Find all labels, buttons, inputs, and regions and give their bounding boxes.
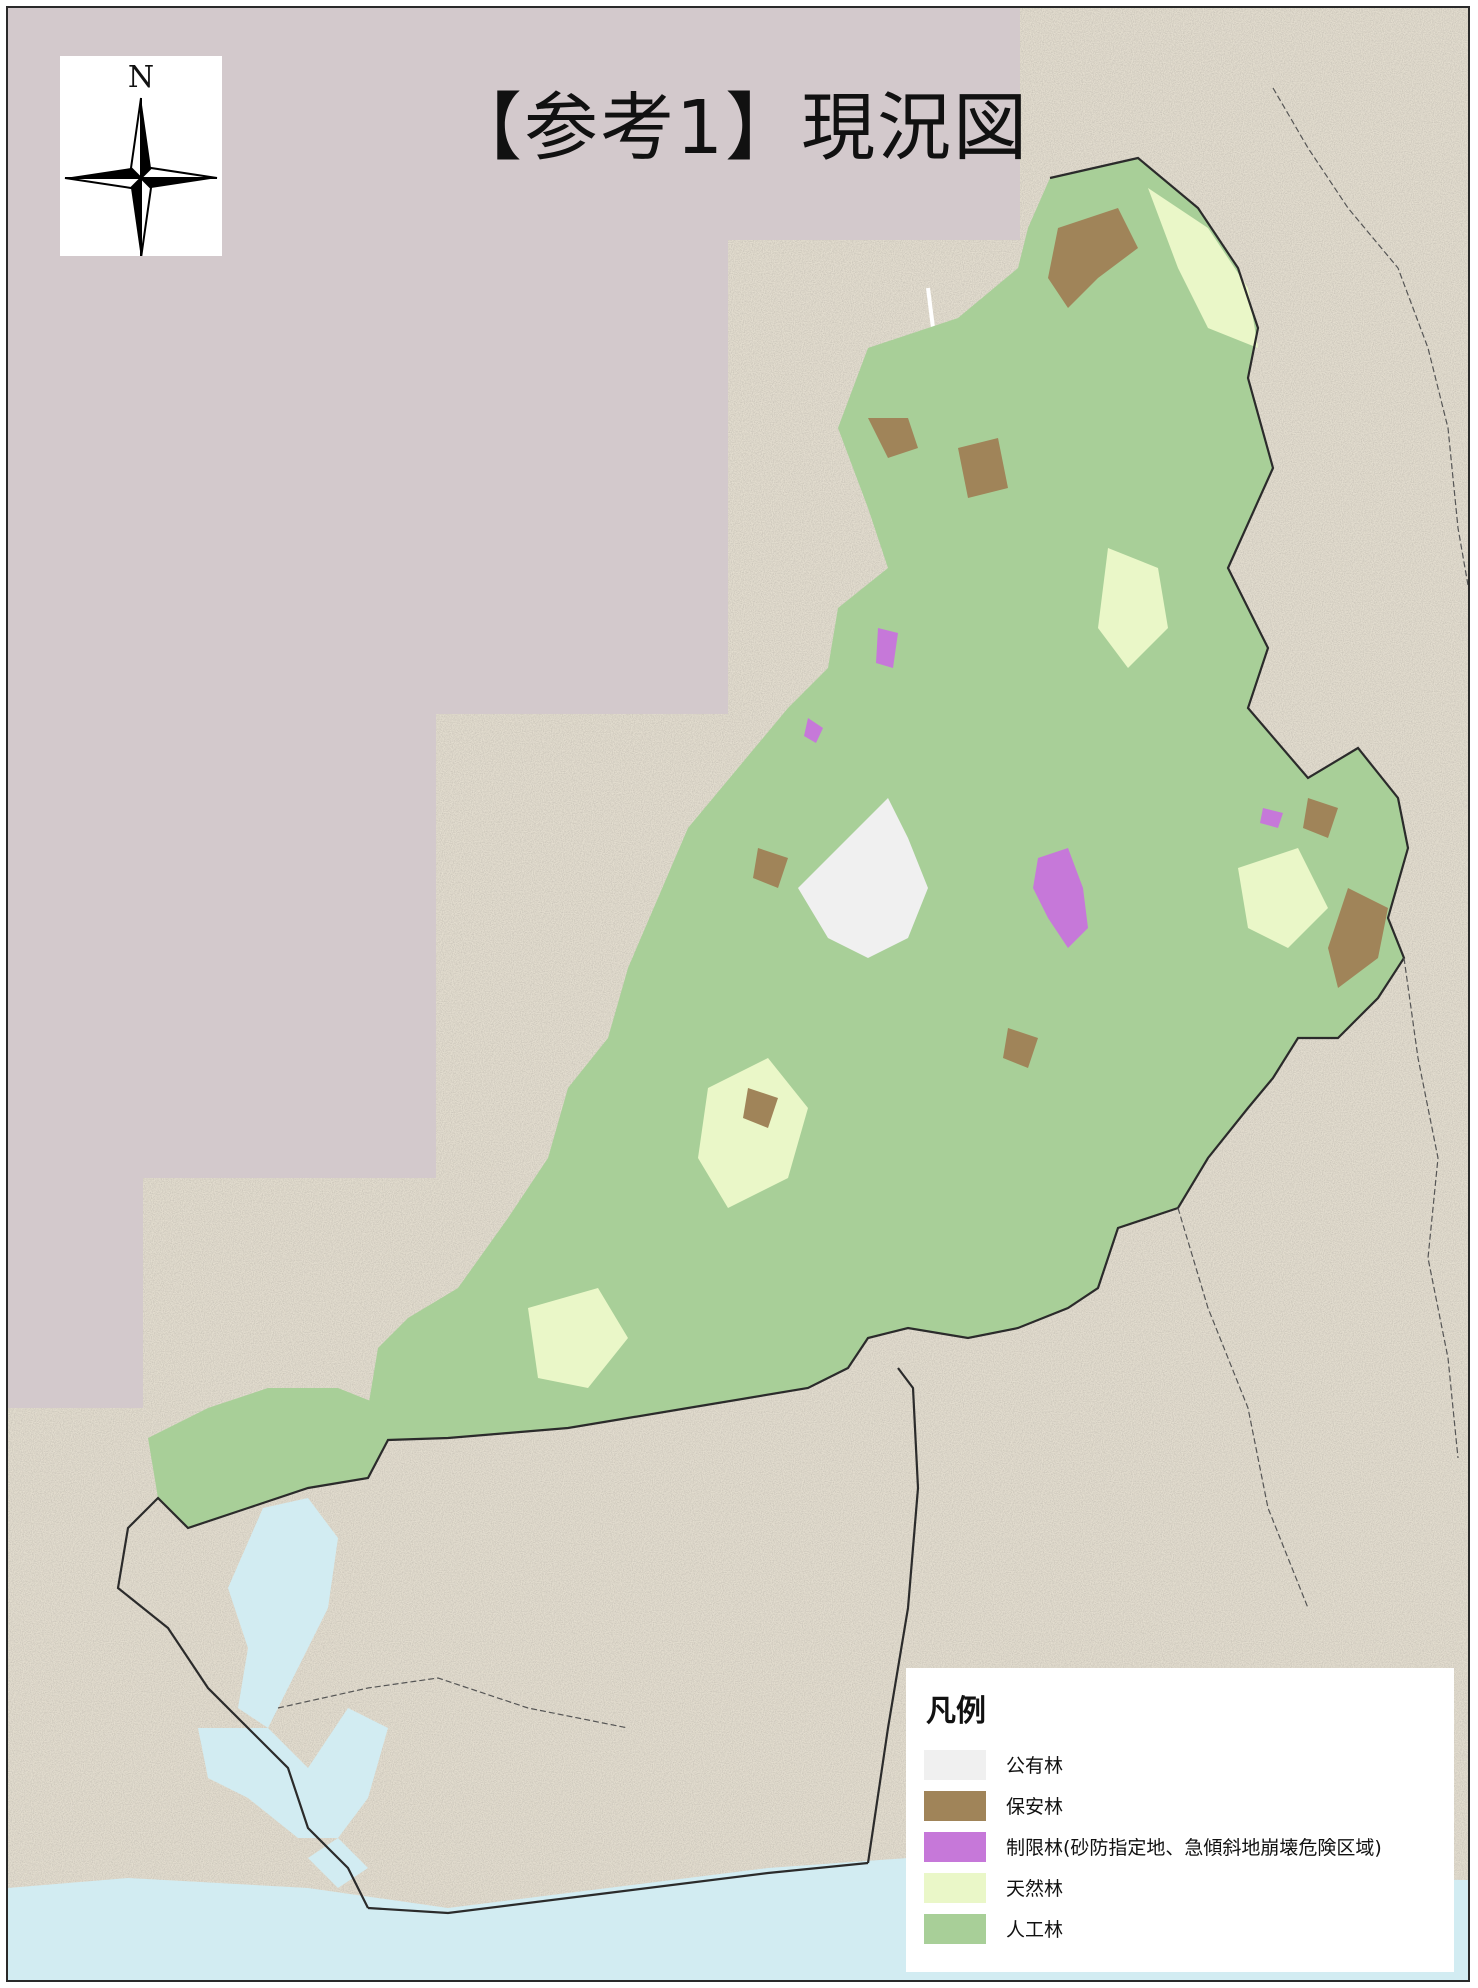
protection-forest-patch [753,848,788,888]
legend-item-planted-forest: 人工林 [924,1908,1454,1949]
restricted-forest-patch [1260,808,1283,828]
compass-north-label: N [127,60,155,95]
legend-swatch [924,1831,986,1862]
inner-boundary [1272,87,1468,589]
map-frame: 【参考1】現況図 N 凡例 公有林 保安林 [6,6,1470,1982]
natural-forest-patch [698,1058,808,1208]
administrative-boundaries [116,87,1468,1915]
legend-rows: 公有林 保安林 制限林(砂防指定地、急傾斜地崩壊危険区域) 天然林 人工林 [924,1744,1454,1949]
legend-item-restricted-forest: 制限林(砂防指定地、急傾斜地崩壊危険区域) [924,1826,1454,1867]
legend-swatch [924,1913,986,1944]
outer-boundary [116,156,1410,1909]
legend-swatch [924,1749,986,1780]
public-forest-patch [798,798,928,958]
legend-label: 天然林 [1006,1878,1064,1900]
protection-forest-patch [1048,208,1138,308]
legend-label: 人工林 [1006,1919,1064,1941]
compass-rose-icon [64,97,218,256]
natural-forest-patch [1238,848,1328,948]
south-boundary [367,1861,869,1915]
protection-forest-patch [958,438,1008,498]
natural-forest-patch [1098,548,1168,668]
restricted-forest-patch [876,628,898,668]
natural-forest-patch [1148,188,1258,348]
forest-region[interactable] [148,158,1408,1528]
legend-label: 保安林 [1006,1796,1064,1818]
legend-title: 凡例 [926,1694,986,1729]
lake-channel [308,1838,368,1888]
east-city-boundary [866,1367,920,1864]
legend-swatch [924,1872,986,1903]
map-title: 【参考1】現況図 [448,85,1030,171]
restricted-forest-patch [1033,848,1088,948]
inner-boundary [1403,957,1459,1459]
protection-forest-patch [743,1088,778,1128]
inner-boundary [1177,1207,1309,1609]
lake [198,1708,388,1838]
map-canvas[interactable] [8,8,1470,1982]
protection-forest-patch [1328,888,1388,988]
legend-item-protection-forest: 保安林 [924,1785,1454,1826]
legend-item-public-forest: 公有林 [924,1744,1454,1785]
legend-item-natural-forest: 天然林 [924,1867,1454,1908]
legend-label: 制限林(砂防指定地、急傾斜地崩壊危険区域) [1006,1837,1382,1859]
inner-boundary [277,1677,629,1729]
legend-label: 公有林 [1006,1755,1064,1777]
lake [228,1498,338,1728]
protection-forest-patch [1003,1028,1038,1068]
legend: 凡例 公有林 保安林 制限林(砂防指定地、急傾斜地崩壊危険区域) 天然林 人工林 [906,1668,1454,1972]
protection-forest-patch [868,418,918,458]
legend-swatch [924,1790,986,1821]
planted-forest-west-lobe [148,1388,388,1528]
protection-forest-patch [1303,798,1338,838]
natural-forest-patch [528,1288,628,1388]
compass: N [60,56,222,256]
restricted-forest-patch [804,718,823,743]
